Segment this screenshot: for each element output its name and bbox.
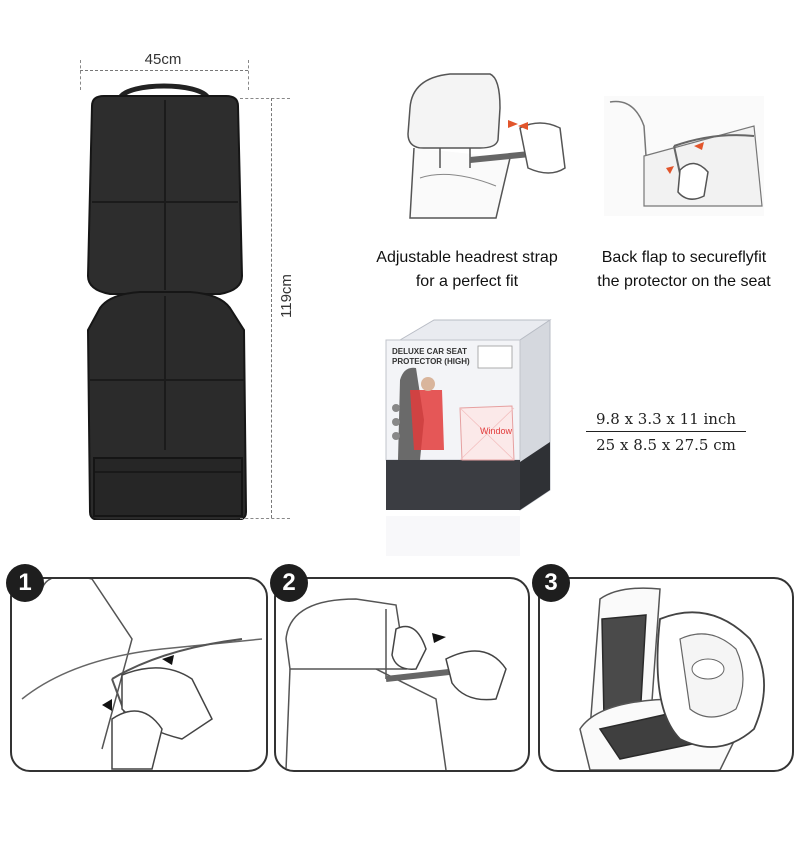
step-panel-3 [538,577,794,772]
width-tick-left [80,60,81,90]
package-size-cm: 25 x 8.5 x 27.5 cm [596,436,736,454]
package-size: 9.8 x 3.3 x 11 inch 25 x 8.5 x 27.5 cm [586,410,746,454]
step-number-badge: 1 [6,564,44,602]
width-label: 45cm [144,51,182,68]
step-1-illustration [21,579,263,770]
seat-protector-image [86,83,248,520]
feature-caption-back-flap: Back flap to secureflyfit the protector … [578,246,790,294]
storage-pocket [93,457,243,517]
headrest-strap [117,83,211,100]
box-title-line2: PROTECTOR (HIGH) [392,357,470,366]
box-title-line1: DELUXE CAR SEAT [392,347,467,356]
feature-caption-line: for a perfect fit [415,273,519,290]
height-dimension-line [271,98,272,518]
height-label: 119cm [278,274,295,318]
headrest-strap-illustration [407,73,566,219]
step-panel-1 [10,577,268,772]
height-tick-top [240,98,290,99]
feature-caption-headrest: Adjustable headrest strap for a perfect … [356,246,578,294]
back-flap-illustration [604,96,764,216]
feature-caption-line: Back flap to secureflyfit [601,249,767,266]
width-tick-right [248,60,249,90]
step-3-illustration [579,587,765,770]
step-number-badge: 2 [270,564,308,602]
height-tick-bottom [240,518,290,519]
package-size-inch: 9.8 x 3.3 x 11 inch [586,410,746,432]
box-window-label: Window [480,426,513,436]
width-dimension-line [80,70,248,71]
step-number-badge: 3 [532,564,570,602]
product-package-box: Window DELUXE CAR SEAT PROTECTOR (HIGH) [385,319,552,556]
step-panel-2 [274,577,530,772]
step-2-illustration [285,598,507,770]
feature-caption-line: the protector on the seat [597,273,771,290]
feature-caption-line: Adjustable headrest strap [376,249,558,266]
